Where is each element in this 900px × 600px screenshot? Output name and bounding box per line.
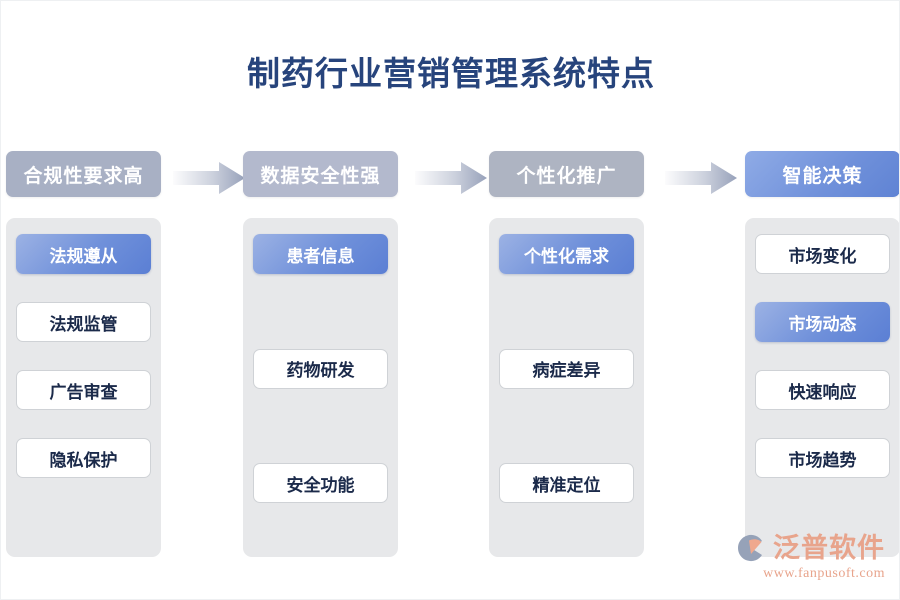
- fanpu-logo-icon: [737, 534, 762, 562]
- flow-arrow-2: [415, 161, 487, 195]
- list-item[interactable]: 广告审查: [16, 370, 151, 410]
- flow-column-3: 个性化推广 个性化需求 病症差异 精准定位: [489, 151, 644, 557]
- list-item[interactable]: 药物研发: [253, 348, 388, 389]
- brand-logo: 泛普软件 www.fanpusoft.com: [735, 531, 885, 587]
- flow-column-4: 智能决策 市场变化 市场动态 快速响应 市场趋势: [745, 151, 899, 557]
- column-header-1[interactable]: 合规性要求高: [6, 151, 161, 197]
- list-item[interactable]: 快速响应: [755, 370, 890, 410]
- list-item[interactable]: 患者信息: [253, 234, 388, 274]
- brand-name: 泛普软件: [773, 532, 885, 563]
- list-item[interactable]: 病症差异: [499, 348, 634, 389]
- list-item[interactable]: 精准定位: [499, 463, 634, 503]
- column-panel-2: 泛普 FANPU SOFTWARE 患者信息 药物研发 安全功能: [243, 218, 398, 557]
- flow-columns: 合规性要求高 法规遵从 法规监管 广告审查 隐私保护 数据安全性强 泛普 FAN…: [1, 151, 899, 557]
- list-item[interactable]: 市场动态: [755, 302, 890, 342]
- column-header-2[interactable]: 数据安全性强: [243, 151, 398, 197]
- flow-column-1: 合规性要求高 法规遵从 法规监管 广告审查 隐私保护: [6, 151, 161, 557]
- brand-row: 泛普软件: [735, 531, 885, 565]
- flow-arrow-1: [173, 161, 245, 195]
- list-item[interactable]: 隐私保护: [16, 438, 151, 478]
- column-panel-4: 市场变化 市场动态 快速响应 市场趋势: [745, 218, 899, 557]
- list-item[interactable]: 法规遵从: [16, 234, 151, 274]
- list-item[interactable]: 安全功能: [253, 463, 388, 503]
- column-panel-1: 法规遵从 法规监管 广告审查 隐私保护: [6, 218, 161, 557]
- flow-column-2: 数据安全性强 泛普 FANPU SOFTWARE 患者信息 药物研发 安全功能: [243, 151, 398, 557]
- column-header-4[interactable]: 智能决策: [745, 151, 899, 197]
- list-item[interactable]: 市场趋势: [755, 438, 890, 478]
- brand-url: www.fanpusoft.com: [763, 566, 885, 581]
- list-item[interactable]: 个性化需求: [499, 234, 634, 274]
- flow-arrow-3: [665, 161, 737, 195]
- list-item[interactable]: 市场变化: [755, 234, 890, 274]
- page-title: 制药行业营销管理系统特点: [247, 57, 655, 93]
- list-item[interactable]: 法规监管: [16, 302, 151, 342]
- column-header-3[interactable]: 个性化推广: [489, 151, 644, 197]
- column-panel-3: 个性化需求 病症差异 精准定位: [489, 218, 644, 557]
